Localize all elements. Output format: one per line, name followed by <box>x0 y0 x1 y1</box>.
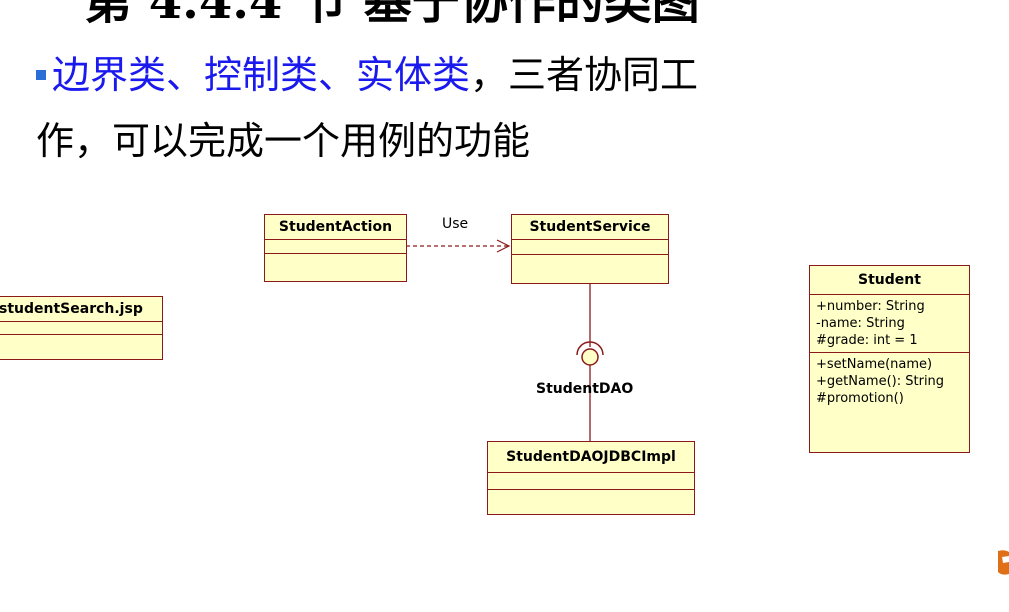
logo-icon <box>998 550 1009 575</box>
class-attributes <box>512 240 668 255</box>
class-name: StudentDAOJDBCImpl <box>488 442 694 473</box>
class-student-dao-impl[interactable]: StudentDAOJDBCImpl <box>487 441 695 515</box>
interface-ball <box>581 348 599 366</box>
class-student[interactable]: Student +number: String -name: String #g… <box>809 265 970 453</box>
bullet-line-1: 边界类、控制类、实体类，三者协同工 <box>36 52 698 98</box>
class-student-service[interactable]: StudentService <box>511 214 669 284</box>
bullet-square-icon <box>36 69 46 80</box>
class-name: studentSearch.jsp <box>0 297 162 322</box>
class-attributes: +number: String -name: String #grade: in… <box>810 295 969 353</box>
class-operations <box>265 254 406 267</box>
class-name: StudentService <box>512 215 668 240</box>
slide-title: 第 4.4.4 节 基于协作的类图 <box>84 0 700 30</box>
use-dependency-arrowhead <box>496 239 511 253</box>
class-attributes <box>0 322 162 335</box>
use-label: Use <box>442 216 469 232</box>
class-student-search[interactable]: studentSearch.jsp <box>0 296 163 360</box>
class-name: StudentAction <box>265 215 406 240</box>
attribute-grade: #grade: int = 1 <box>816 333 918 348</box>
interface-socket <box>576 341 604 356</box>
operation-promotion: #promotion() <box>816 391 904 406</box>
class-student-action[interactable]: StudentAction <box>264 214 407 282</box>
class-operations <box>0 335 162 347</box>
attribute-number: +number: String <box>816 299 925 314</box>
operation-get-name: +getName(): String <box>816 374 945 389</box>
attribute-name: -name: String <box>816 316 905 331</box>
class-name: Student <box>810 266 969 295</box>
line1-text: ，三者协同工 <box>470 53 699 97</box>
class-operations <box>512 255 668 269</box>
class-attributes <box>265 240 406 254</box>
class-attributes <box>488 473 694 490</box>
interface-label: StudentDAO <box>536 381 634 397</box>
bullet-line-2: 作，可以完成一个用例的功能 <box>36 119 531 163</box>
highlight-text: 边界类、控制类、实体类 <box>52 53 471 97</box>
operation-set-name: +setName(name) <box>816 357 933 372</box>
class-operations <box>488 490 694 506</box>
class-operations: +setName(name) +getName(): String #promo… <box>810 353 969 410</box>
